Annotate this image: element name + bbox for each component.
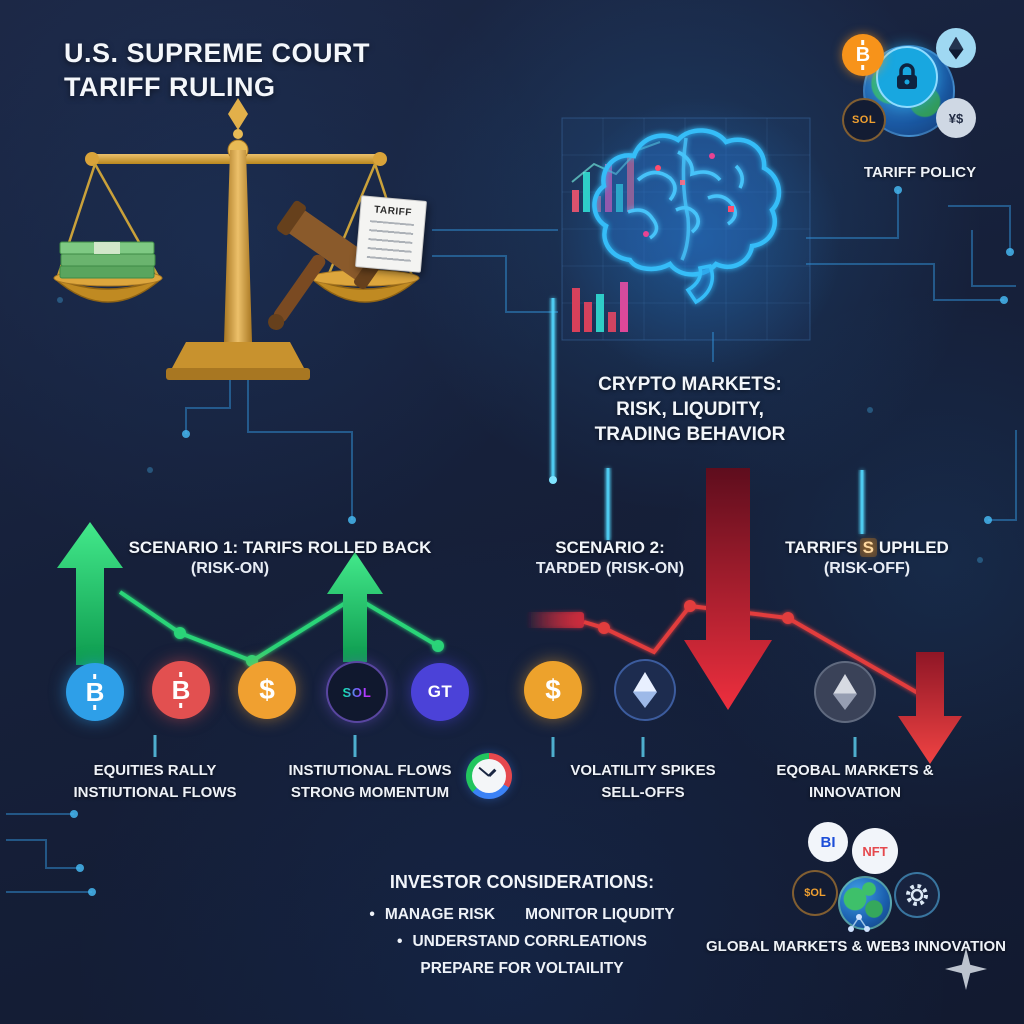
nft-badge: NFT (852, 828, 898, 874)
red-down-arrow-large (684, 468, 772, 710)
caption-line3: TRADING BEHAVIOR (594, 424, 786, 445)
coin-dollar-orange: $ (238, 661, 296, 719)
clock-minute-hand (478, 766, 490, 777)
label-ticks (153, 735, 857, 757)
network-icon (844, 912, 874, 934)
eth-diamond (833, 674, 857, 710)
scale-frame (85, 98, 387, 380)
scenario1-subtitle: (RISK-ON) (190, 560, 270, 577)
eth-diamond (948, 36, 964, 60)
clock-face (472, 759, 506, 793)
tariff-policy-label: TARIFF POLICY (863, 164, 977, 181)
coin-bitcoin-blue: B (66, 663, 124, 721)
title-line1: U.S. SUPREME COURT (64, 38, 371, 68)
balance-scale-illustration (53, 98, 420, 380)
brain-illustration (592, 128, 782, 305)
outcome-label-4: EQOBAL MARKETS & INNOVATION (776, 762, 934, 801)
sol-web3-badge: $OL (792, 870, 838, 916)
scenario2-title: SCENARIO 2: (555, 538, 665, 557)
glow-connectors (549, 298, 866, 540)
scenario1-title: SCENARIO 1: TARIFS ROLLED BACK (128, 538, 432, 557)
green-up-arrow-2 (327, 552, 383, 662)
sol-badge: SOL (842, 98, 886, 142)
investor-considerations: INVESTOR CONSIDERATIONS: • MANAGE RISK M… (262, 872, 782, 982)
outcome-label-2: INSTIUTIONAL FLOWS STRONG MOMENTUM (288, 762, 452, 801)
circuit-nodes (57, 186, 1014, 896)
outcome-label-3: VOLATILITY SPIKES SELL-OFFS (570, 762, 716, 801)
web3-globe-icon (838, 876, 892, 930)
investor-row-1: • MANAGE RISK MONITOR LIQUDITY (262, 901, 782, 928)
clock-icon (466, 753, 512, 799)
circuit-traces (6, 190, 1017, 893)
lock-icon (876, 46, 938, 108)
tariff-document-label: TARIFF (373, 204, 413, 219)
scenario3-subtitle: (RISK-OFF) (823, 560, 911, 577)
gear-icon (894, 872, 940, 918)
coin-solana: SOL (326, 661, 388, 723)
bullet-dot: • (397, 933, 403, 950)
gavel (268, 200, 383, 331)
investor-row-3: PREPARE FOR VOLTAILITY (420, 960, 624, 977)
page-title: U.S. SUPREME COURT TARIFF RULING (64, 36, 370, 104)
mini-bar-chart-bottom (572, 282, 628, 332)
investor-row-2: • UNDERSTAND CORRLEATIONS (262, 928, 782, 955)
scenario2-subtitle: TARDED (RISK-ON) (535, 560, 685, 577)
red-down-arrow-small (898, 652, 962, 764)
outcome-label-1: EQUITIES RALLY INSTIUTIONAL FLOWS (73, 762, 237, 801)
green-trend-line (118, 590, 444, 667)
currency-badge: ¥$ (936, 98, 976, 138)
red-trend-line (526, 600, 932, 702)
document-text-lines (366, 220, 414, 262)
brain-data-sparks (643, 153, 734, 237)
ethereum-icon (936, 28, 976, 68)
tariff-document: TARIFF (354, 195, 428, 273)
coin-ethereum-gray (814, 661, 876, 723)
web3-cluster: BI NFT $OL (790, 800, 965, 935)
bitcoin-icon: B (842, 34, 884, 76)
bi-badge: BI (808, 822, 848, 862)
coin-bitcoin-red: B (152, 661, 210, 719)
coin-dollar-gold: $ (524, 661, 582, 719)
highlight-s: S (859, 538, 877, 557)
coin-gt: GT (411, 663, 469, 721)
money-stack (59, 241, 156, 279)
title-line2: TARIFF RULING (64, 72, 276, 102)
caption-line2: RISK, LIQUDITY, (616, 399, 764, 420)
bullet-dot: • (369, 906, 375, 923)
eth-diamond (633, 672, 657, 708)
web3-cluster-label: GLOBAL MARKETS & WEB3 INNOVATION (706, 938, 1006, 955)
coin-ethereum-navy (614, 659, 676, 721)
brain-caption: CRYPTO MARKETS: RISK, LIQUDITY, TRADING … (545, 372, 835, 447)
green-up-arrow-1 (57, 522, 123, 665)
clock-hour-hand (487, 768, 497, 778)
caption-line1: CRYPTO MARKETS: (598, 374, 782, 395)
investor-title: INVESTOR CONSIDERATIONS: (389, 872, 655, 892)
tariff-policy-cluster: B SOL ¥$ TARIFF POLICY (838, 20, 1002, 190)
brain-folds (627, 137, 744, 261)
